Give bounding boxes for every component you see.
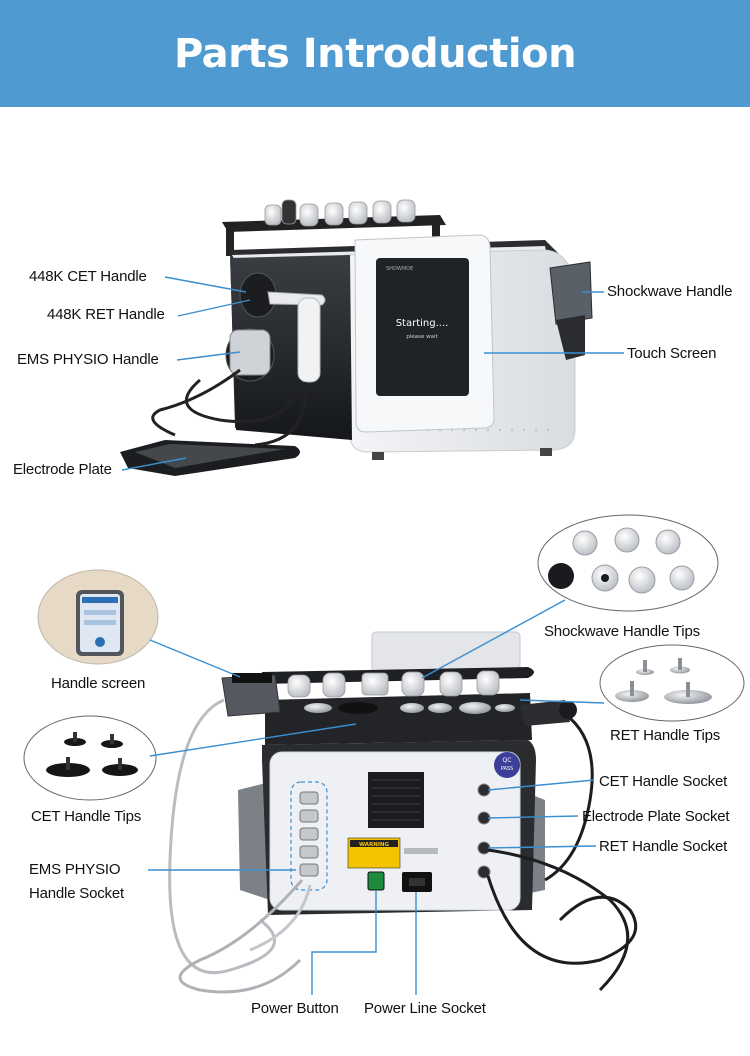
top-leader-lines	[121, 276, 624, 471]
label-handle-screen: Handle screen	[51, 675, 146, 692]
label-ems-physio-socket-line2: Handle Socket	[29, 885, 124, 902]
label-power-button: Power Button	[251, 1000, 339, 1017]
qc-badge-line2: PASS	[501, 766, 513, 772]
screen-status-subtext: please wait	[406, 334, 438, 340]
label-448k-ret-handle: 448K RET Handle	[47, 306, 165, 323]
top-device: SHOWMOE Starting.... please wait	[120, 199, 593, 476]
label-ems-physio-socket-line1: EMS PHYSIO	[29, 861, 121, 878]
screen-brand: SHOWMOE	[386, 266, 413, 272]
cet-tips-inset	[23, 715, 157, 801]
label-ret-handle-socket: RET Handle Socket	[599, 838, 728, 855]
bottom-leader-lines	[148, 599, 605, 995]
label-power-line-socket: Power Line Socket	[364, 1000, 486, 1017]
page-title: Parts Introduction	[173, 30, 577, 77]
label-shockwave-handle-tips: Shockwave Handle Tips	[544, 623, 700, 640]
warning-label-text: WARNING	[359, 842, 390, 848]
label-448k-cet-handle: 448K CET Handle	[29, 268, 147, 285]
label-electrode-plate: Electrode Plate	[13, 461, 112, 478]
label-electrode-plate-socket: Electrode Plate Socket	[582, 808, 730, 825]
screen-status-text: Starting....	[396, 318, 449, 329]
label-cet-handle-tips: CET Handle Tips	[31, 808, 142, 825]
label-shockwave-handle: Shockwave Handle	[607, 283, 733, 300]
label-ems-physio-handle: EMS PHYSIO Handle	[17, 351, 159, 368]
header-banner: Parts Introduction	[0, 0, 750, 107]
qc-badge-line1: QC	[503, 757, 512, 764]
ret-tips-inset	[599, 644, 745, 722]
label-ret-handle-tips: RET Handle Tips	[610, 727, 721, 744]
handle-screen-inset	[37, 569, 159, 665]
label-touch-screen: Touch Screen	[627, 345, 717, 362]
shockwave-tips-inset	[537, 514, 719, 612]
bottom-device: WARNING QC PASS	[168, 631, 638, 994]
label-cet-handle-socket: CET Handle Socket	[599, 773, 728, 790]
